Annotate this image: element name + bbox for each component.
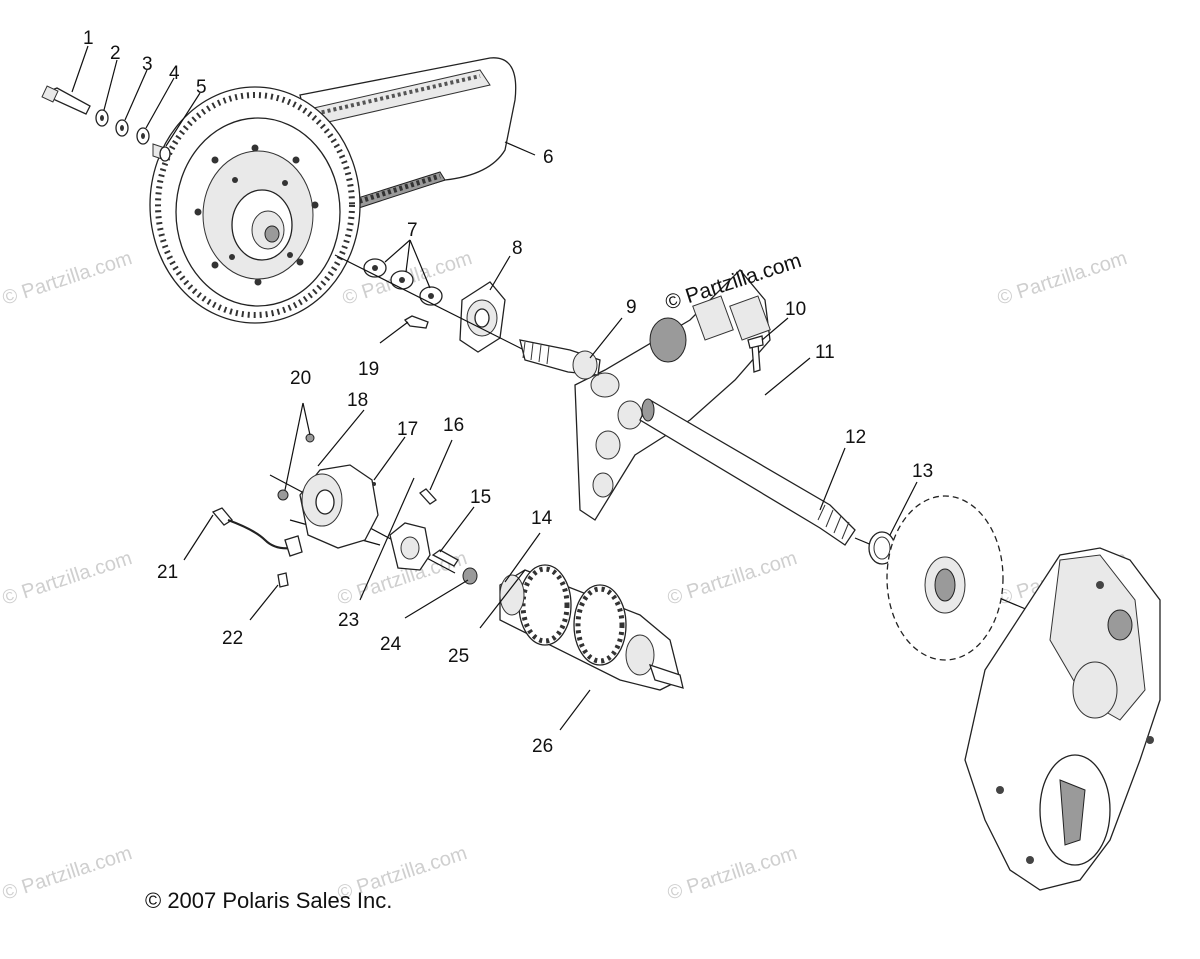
chaincase-bracket	[519, 269, 771, 521]
callout-4: 4	[169, 63, 180, 84]
driven-clutch	[149, 86, 361, 324]
callout-1: 1	[83, 28, 94, 49]
callout-19: 19	[358, 359, 379, 380]
callout-24: 24	[380, 634, 402, 655]
callout-13: 13	[912, 461, 933, 482]
callout-17: 17	[397, 419, 418, 440]
watermark: © Partzilla.com	[665, 842, 800, 905]
callout-21: 21	[157, 562, 178, 583]
watermark: © Partzilla.com	[995, 247, 1130, 310]
callout-23: 23	[338, 610, 359, 631]
callout-8: 8	[512, 238, 523, 259]
callout-9: 9	[626, 297, 637, 318]
callout-3: 3	[142, 54, 153, 75]
callout-12: 12	[845, 427, 866, 448]
callout-6: 6	[543, 147, 554, 168]
callout-7: 7	[407, 220, 418, 241]
callout-25: 25	[448, 646, 469, 667]
callout-14: 14	[531, 508, 553, 529]
leader-lines	[71, 45, 918, 731]
brake-disc	[886, 495, 1004, 661]
sprocket-assembly	[499, 564, 684, 691]
sensor-mount-group	[277, 433, 437, 588]
callout-26: 26	[532, 736, 553, 757]
watermark: © Partzilla.com	[0, 547, 135, 610]
callout-18: 18	[347, 390, 368, 411]
callout-11: 11	[815, 342, 835, 363]
callout-10: 10	[785, 299, 806, 320]
watermark: © Partzilla.com	[665, 547, 800, 610]
watermark: © Partzilla.com	[0, 247, 135, 310]
clutch-bolt-stack	[41, 85, 171, 162]
callout-20: 20	[290, 368, 311, 389]
speed-sensor	[211, 507, 303, 557]
jackshaft	[639, 398, 856, 546]
callout-22: 22	[222, 628, 243, 649]
copyright-notice: © 2007 Polaris Sales Inc.	[145, 888, 392, 913]
callout-labels: 1 2 3 4 5 6 7 8 9 10 11 12 13 14 15 16 1…	[83, 28, 933, 757]
callout-5: 5	[196, 77, 207, 98]
callout-16: 16	[443, 415, 464, 436]
callout-2: 2	[110, 43, 121, 64]
callout-15: 15	[470, 487, 491, 508]
chaincase-housing	[964, 547, 1161, 891]
screw-and-plate	[747, 335, 764, 373]
small-fasteners	[431, 549, 478, 585]
watermark: © Partzilla.com	[0, 842, 135, 905]
